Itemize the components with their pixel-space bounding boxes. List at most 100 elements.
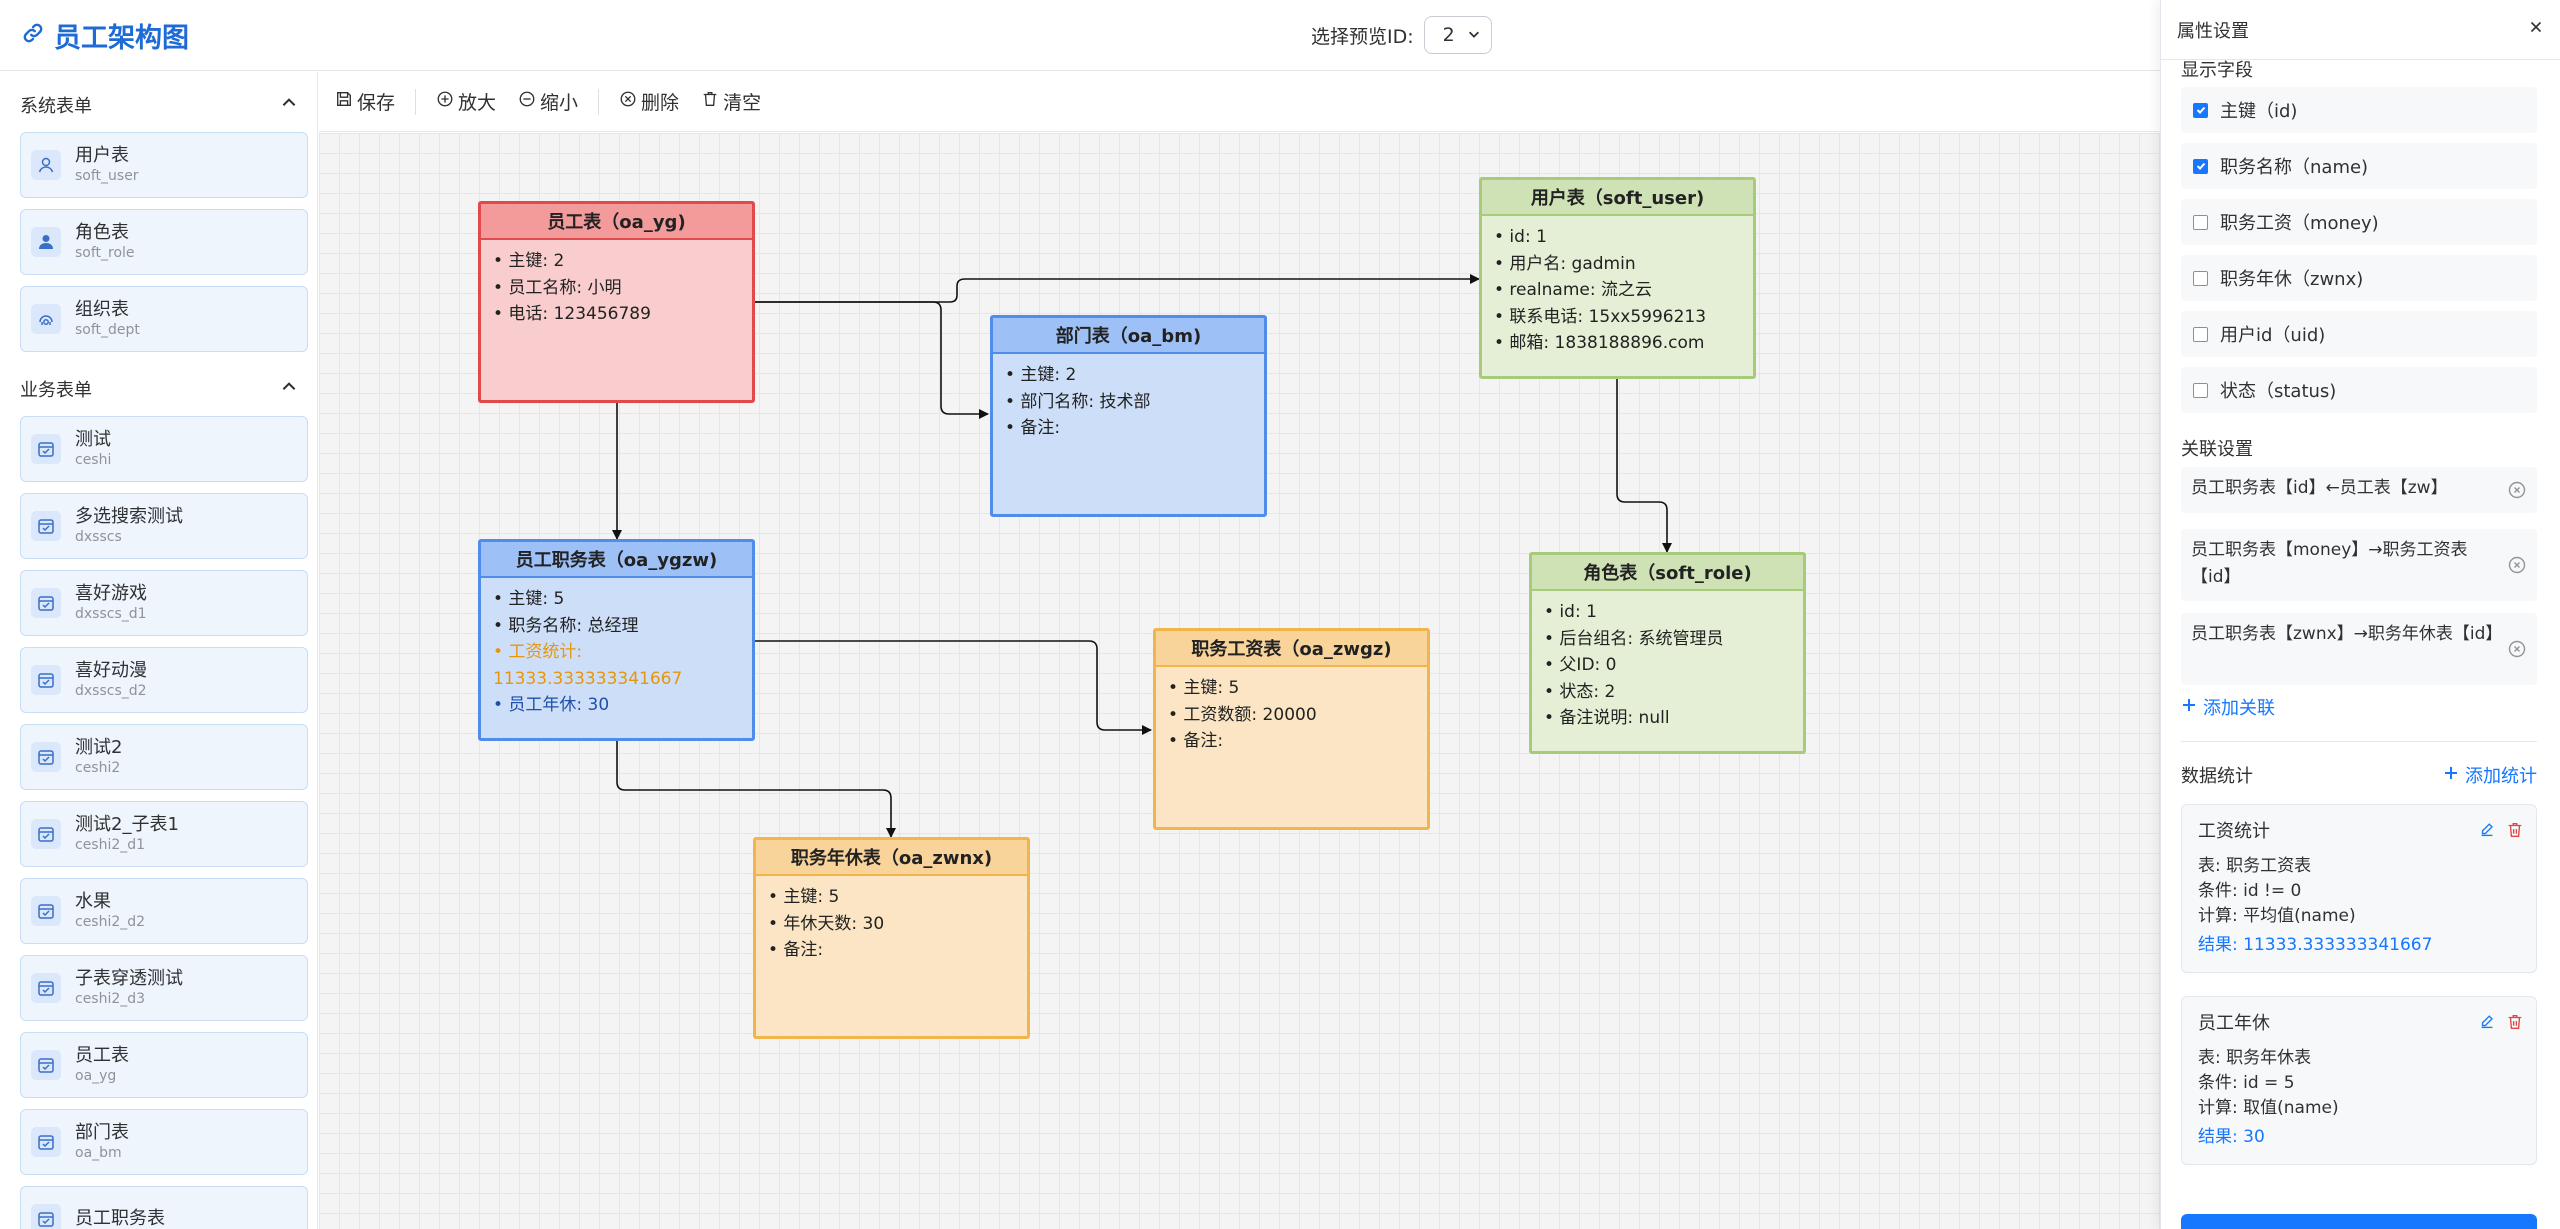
field-option[interactable]: 职务年休（zwnx) xyxy=(2181,255,2537,301)
stats-section-label: 数据统计 xyxy=(2181,766,2253,787)
field-label: 用户id（uid) xyxy=(2220,325,2326,346)
trash-icon[interactable] xyxy=(2506,1013,2524,1039)
node-field: • 备注: xyxy=(1005,418,1061,438)
sidebar-group-header[interactable]: 系统表单 xyxy=(20,90,298,120)
table-node-soft_role[interactable]: 角色表（soft_role)• id: 1• 后台组名: 系统管理员• 父ID:… xyxy=(1529,552,1806,754)
zoom-out-button[interactable]: 缩小 xyxy=(518,88,578,115)
node-field: • realname: 流之云 xyxy=(1494,280,1652,300)
sidebar-item-code: oa_yg xyxy=(75,1067,117,1084)
node-body: • 主键: 5• 工资数额: 20000• 备注: xyxy=(1156,667,1427,763)
form-icon xyxy=(31,1127,61,1157)
node-field: • 工资统计: xyxy=(493,642,583,662)
remove-circle-icon[interactable] xyxy=(2507,639,2527,659)
add-stat-button[interactable]: 添加统计 xyxy=(2443,762,2537,788)
sidebar-item-name: 水果 xyxy=(75,891,111,912)
field-label: 主键（id) xyxy=(2220,101,2298,122)
node-field: • 员工年休: 30 xyxy=(493,695,610,715)
diagram-canvas[interactable]: 员工表（oa_yg)• 主键: 2• 员工名称: 小明• 电话: 1234567… xyxy=(319,133,2160,1229)
add-relation-button[interactable]: 添加关联 xyxy=(2181,694,2275,720)
delete-button[interactable]: 删除 xyxy=(619,88,679,115)
field-option[interactable]: 职务工资（money) xyxy=(2181,199,2537,245)
close-icon[interactable] xyxy=(2527,18,2545,41)
field-option[interactable]: 状态（status) xyxy=(2181,367,2537,413)
node-field: • 状态: 2 xyxy=(1544,681,1616,702)
field-option[interactable]: 用户id（uid) xyxy=(2181,311,2537,357)
field-checkbox[interactable] xyxy=(2193,326,2208,342)
edit-icon[interactable] xyxy=(2478,821,2496,847)
edit-icon[interactable] xyxy=(2478,1013,2496,1039)
stat-actions xyxy=(2478,821,2524,847)
confirm-button[interactable] xyxy=(2181,1214,2537,1229)
preview-id-select[interactable]: 2 xyxy=(1423,16,1492,54)
chevron-up-icon xyxy=(280,378,298,401)
node-title: 用户表（soft_user) xyxy=(1482,180,1753,216)
remove-circle-icon[interactable] xyxy=(2507,555,2527,575)
link-ygzw-to-zwnx[interactable] xyxy=(616,741,896,838)
sidebar-group-header[interactable]: 业务表单 xyxy=(20,374,298,404)
field-checkbox[interactable] xyxy=(2193,214,2208,230)
sidebar-item-code: soft_dept xyxy=(75,321,140,338)
node-body: • 主键: 2• 部门名称: 技术部• 备注: xyxy=(993,354,1264,450)
sidebar-item-name: 测试2_子表1 xyxy=(75,814,179,835)
save-button[interactable]: 保存 xyxy=(335,88,395,115)
sidebar-item-code: soft_role xyxy=(75,244,135,261)
stat-calc: 计算: 取值(name) xyxy=(2198,1098,2339,1118)
node-field: • 工资数额: 20000 xyxy=(1168,704,1317,725)
link-ygzw-to-zwgz[interactable] xyxy=(755,640,1152,735)
field-checkbox[interactable] xyxy=(2193,270,2208,286)
stat-result: 结果: 11333.333333341667 xyxy=(2198,935,2433,955)
save-icon xyxy=(335,90,353,113)
plus-icon xyxy=(2181,697,2197,718)
app-title: 员工架构图 xyxy=(22,17,189,54)
field-checkbox[interactable] xyxy=(2193,158,2208,174)
link-user-to-role[interactable] xyxy=(1616,379,1672,553)
sidebar-item-name: 组织表 xyxy=(75,299,129,320)
sidebar-item-name: 部门表 xyxy=(75,1122,129,1143)
field-option[interactable]: 职务名称（name) xyxy=(2181,143,2537,189)
field-option[interactable]: 主键（id) xyxy=(2181,87,2537,133)
table-node-oa_zwgz[interactable]: 职务工资表（oa_zwgz)• 主键: 5• 工资数额: 20000• 备注: xyxy=(1153,628,1430,830)
user-icon xyxy=(31,150,61,180)
field-checkbox[interactable] xyxy=(2193,102,2208,118)
sidebar-item-name: 员工职务表 xyxy=(75,1207,165,1229)
field-checkbox[interactable] xyxy=(2193,382,2208,398)
link-yg-to-user[interactable] xyxy=(755,274,1480,303)
remove-circle-icon[interactable] xyxy=(2507,480,2527,500)
table-node-oa_zwnx[interactable]: 职务年休表（oa_zwnx)• 主键: 5• 年休天数: 30• 备注: xyxy=(753,837,1030,1039)
sidebar-item-code: ceshi xyxy=(75,451,112,468)
sidebar-item-text: 员工职务表 xyxy=(75,1208,165,1229)
form-icon xyxy=(31,588,61,618)
node-field: • id: 1 xyxy=(1544,602,1597,622)
sidebar-item-oa_ygzw[interactable]: 员工职务表 xyxy=(20,1186,308,1229)
table-node-oa_ygzw[interactable]: 员工职务表（oa_ygzw)• 主键: 5• 职务名称: 总经理• 工资统计:1… xyxy=(478,539,755,741)
clear-button[interactable]: 清空 xyxy=(701,88,761,115)
table-node-oa_yg[interactable]: 员工表（oa_yg)• 主键: 2• 员工名称: 小明• 电话: 1234567… xyxy=(478,201,755,403)
table-node-oa_bm[interactable]: 部门表（oa_bm)• 主键: 2• 部门名称: 技术部• 备注: xyxy=(990,315,1267,517)
table-node-soft_user[interactable]: 用户表（soft_user)• id: 1• 用户名: gadmin• real… xyxy=(1479,177,1756,379)
sidebar-item-name: 测试 xyxy=(75,429,111,450)
trash-icon[interactable] xyxy=(2506,821,2524,847)
node-field: • 邮箱: 1838188896.com xyxy=(1494,333,1705,353)
link-yg-to-bm[interactable] xyxy=(755,301,989,419)
zoom-in-button[interactable]: 放大 xyxy=(436,88,496,115)
sidebar-item-code: soft_user xyxy=(75,167,139,184)
node-field: • 部门名称: 技术部 xyxy=(1005,391,1151,412)
stat-table: 表: 职务年休表 xyxy=(2198,1048,2312,1068)
